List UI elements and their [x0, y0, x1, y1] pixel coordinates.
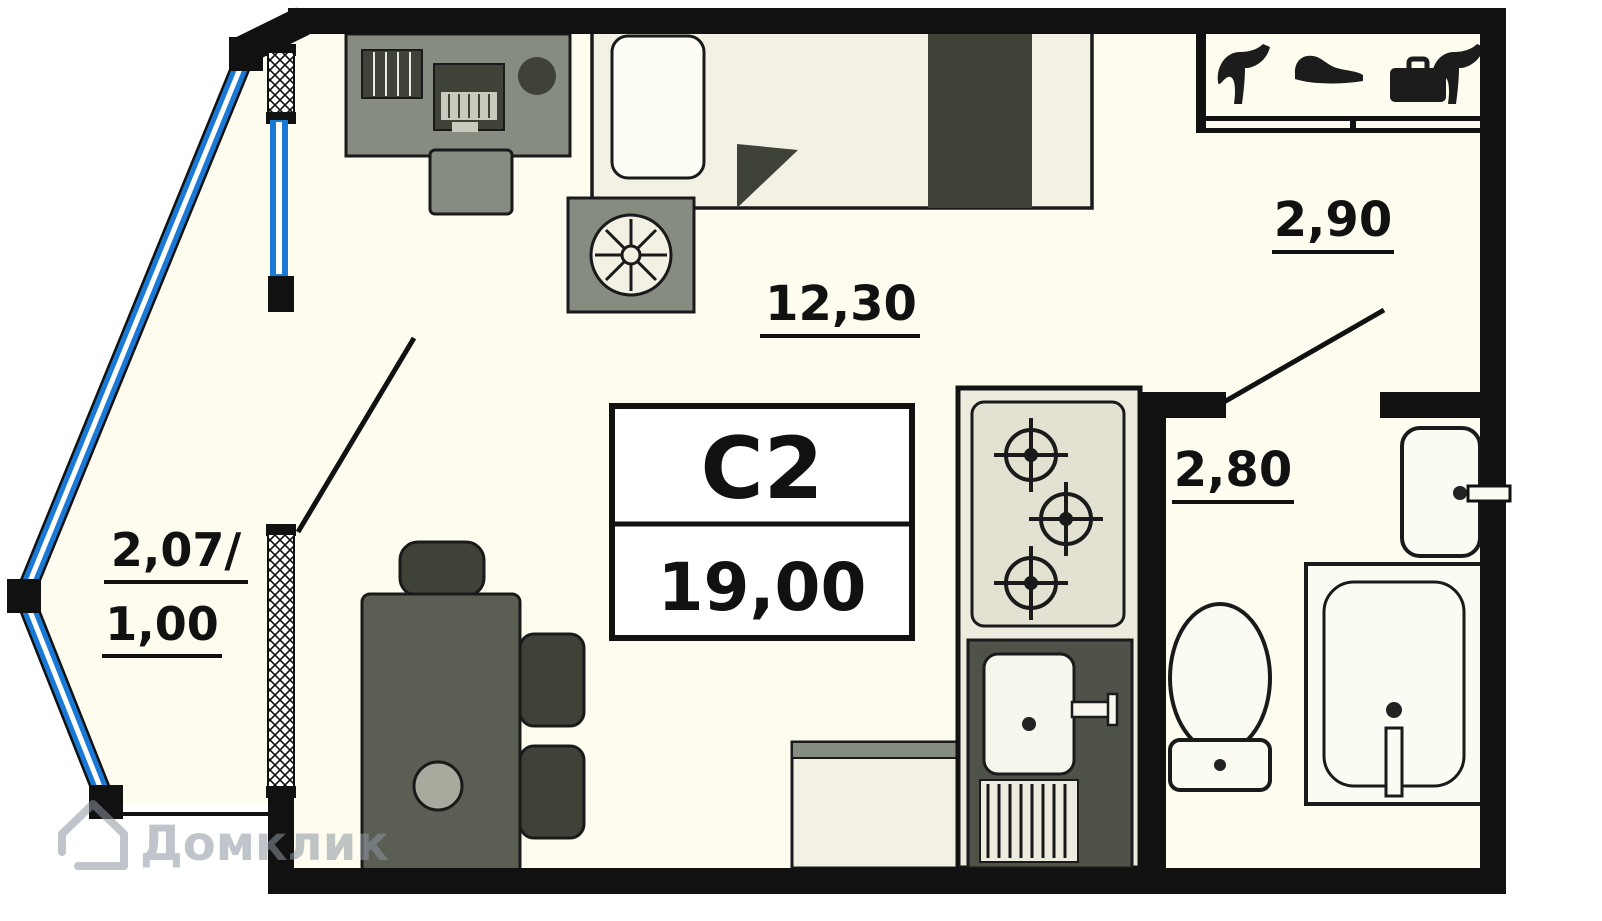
- bed: [590, 14, 1094, 210]
- bathroom-top-wall: [1380, 392, 1482, 418]
- right-wall: [1480, 8, 1506, 894]
- area-labels: 12,30 2,90 2,80 2,07/ 1,00: [102, 192, 1394, 658]
- bathroom-walls: [1140, 392, 1482, 876]
- drainboard: [979, 779, 1079, 863]
- unit-info-box: С2 19,00: [609, 403, 915, 641]
- living-area-label: 12,30: [765, 276, 917, 332]
- blanket: [928, 16, 1032, 208]
- pillow: [610, 34, 706, 180]
- bottom-wall: [268, 868, 1506, 894]
- top-wall: [288, 8, 1506, 34]
- fan-table: [566, 196, 696, 314]
- high-heel-shoe-icon-2: [1431, 44, 1484, 104]
- balcony-area-label-line1: 2,07/: [111, 523, 241, 577]
- closet-front-line: [1196, 8, 1506, 133]
- high-heel-shoe-icon: [1217, 44, 1270, 104]
- balcony-door-swing: [295, 336, 417, 534]
- blanket-fold: [737, 144, 798, 208]
- bathtub: [1304, 562, 1484, 806]
- bookshelf: [361, 49, 423, 99]
- balcony-glazing: [7, 37, 268, 819]
- glazing-post-corner: [7, 579, 41, 613]
- bathroom-left-wall: [1140, 392, 1166, 876]
- stove-burner-icons: [994, 418, 1103, 620]
- watermark: Домклик: [58, 800, 389, 872]
- glazing-lower: [14, 592, 116, 806]
- computer: [433, 63, 505, 132]
- kitchen-unit: [955, 385, 1143, 871]
- door-swings: [295, 307, 1386, 534]
- watermark-brand: Домклик: [140, 816, 389, 872]
- glazing-upper: [14, 50, 256, 600]
- kitchen-sink: [982, 652, 1076, 776]
- sofa-knob: [412, 760, 464, 812]
- window-block-hatch-bottom: [267, 533, 295, 791]
- bathroom-area-label: 2,80: [1174, 442, 1292, 498]
- kitchen-sink-drain: [1022, 717, 1036, 731]
- domclick-house-icon: [58, 800, 128, 870]
- bathroom-sink-tap-base: [1453, 486, 1467, 500]
- window-block-hatch-top: [267, 51, 295, 117]
- sofa: [360, 540, 586, 876]
- walls: [233, 7, 1506, 894]
- closet: [1196, 8, 1506, 133]
- desk-lamp: [518, 57, 556, 95]
- glazing-post-top: [229, 37, 263, 71]
- bathroom-top-wall-stub: [1140, 392, 1226, 418]
- sofa-headrest: [398, 540, 486, 598]
- toilet: [1168, 602, 1272, 792]
- left-wall: [266, 44, 296, 894]
- desk-chair: [428, 148, 514, 216]
- balcony-floor: [22, 40, 292, 804]
- unit-code: С2: [701, 419, 824, 519]
- balcony-area-label-line2: 1,00: [105, 597, 219, 651]
- bathroom-door-swing: [1222, 307, 1386, 405]
- bathroom-sink-tap-bar: [1466, 484, 1512, 503]
- sneaker-icon: [1294, 55, 1363, 84]
- seat-cushion-1: [518, 632, 586, 728]
- hall-area-label: 2,90: [1274, 192, 1392, 248]
- kitchen-faucet: [1070, 692, 1119, 727]
- bathroom-fixtures: [1168, 426, 1484, 806]
- low-cabinet: [790, 740, 960, 870]
- seat-cushion-2: [518, 744, 586, 840]
- desk: [344, 32, 572, 216]
- unit-total-area: 19,00: [658, 549, 867, 626]
